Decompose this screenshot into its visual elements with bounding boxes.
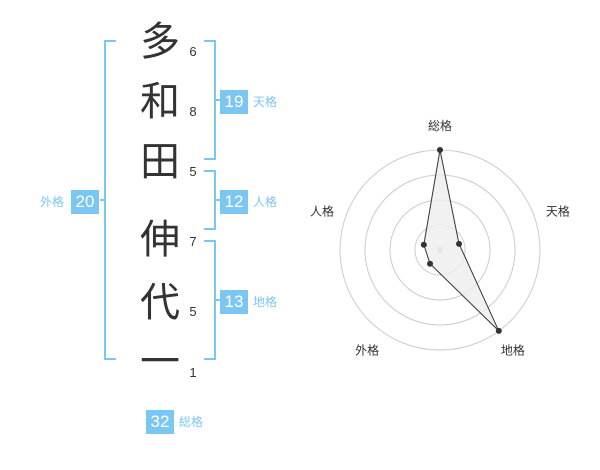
chikaku-value: 13: [220, 290, 248, 314]
name-char-1: 多: [140, 19, 180, 65]
gaikaku-label: 外格: [40, 195, 65, 209]
radar-axis-label-2: 天格: [546, 204, 570, 219]
tenkaku-label: 天格: [253, 95, 278, 109]
radar-point-5: [420, 241, 427, 248]
jinkaku-value: 12: [220, 190, 248, 214]
jinkaku-bracket-tick: [214, 199, 220, 201]
name-char-4: 伸: [140, 217, 180, 263]
name-char-3: 田: [140, 139, 180, 185]
tenkaku-bracket-tick: [214, 99, 220, 101]
chikaku-label: 地格: [253, 295, 278, 309]
radar-point-1: [437, 147, 443, 153]
soukaku-value: 32: [146, 410, 174, 434]
stroke-count-6: 1: [189, 365, 197, 380]
tenkaku-value: 19: [220, 90, 248, 114]
jinkaku-label: 人格: [253, 195, 278, 209]
radar-axis-label-1: 総格: [428, 118, 452, 133]
stroke-count-5: 5: [189, 304, 197, 319]
gaikaku-value: 20: [71, 190, 99, 214]
stroke-count-3: 5: [189, 164, 197, 179]
radar-axis-label-4: 外格: [355, 342, 379, 357]
radar-point-4: [427, 260, 434, 267]
stroke-count-1: 6: [189, 44, 197, 59]
stroke-count-4: 7: [189, 234, 197, 249]
gaikaku-bracket-tick: [100, 199, 106, 201]
name-char-2: 和: [140, 79, 180, 125]
radar-axis-label-3: 地格: [501, 342, 525, 357]
soukaku-label: 総格: [179, 415, 204, 429]
radar-point-2: [456, 240, 463, 247]
name-char-5: 代: [140, 280, 180, 326]
name-char-6: 一: [140, 339, 180, 385]
radar-point-3: [495, 327, 502, 334]
chikaku-bracket-tick: [214, 299, 220, 301]
radar-data-area: [423, 149, 500, 332]
stroke-count-2: 8: [189, 104, 197, 119]
radar-axis-label-5: 人格: [310, 204, 334, 219]
